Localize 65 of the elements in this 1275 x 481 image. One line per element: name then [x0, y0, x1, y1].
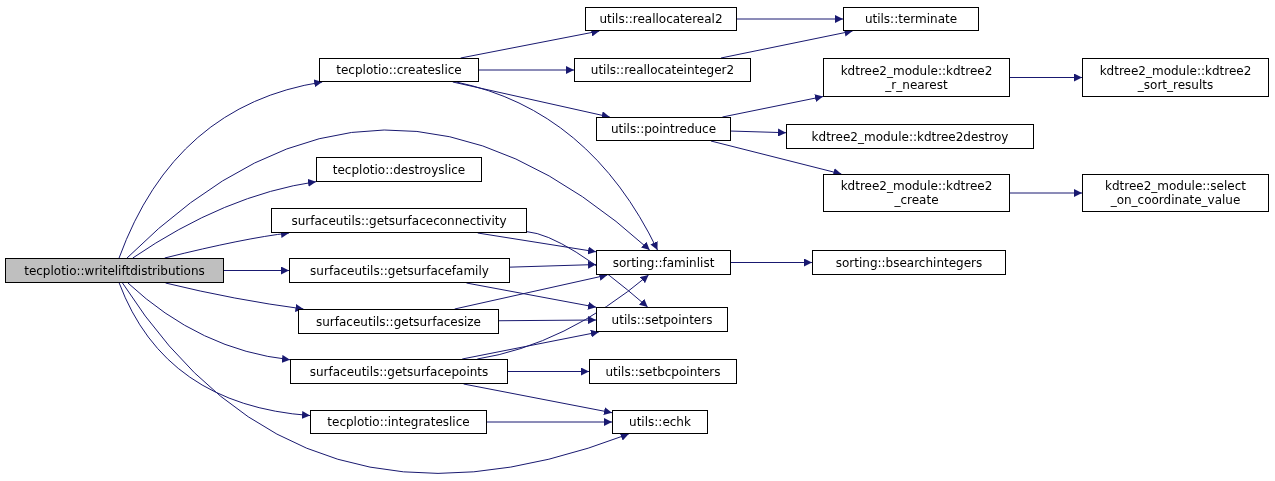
function-name: sorting::bsearchintegers [834, 255, 984, 270]
function-name: utils::setbcpointers [604, 364, 722, 379]
function-box [596, 307, 728, 332]
arrow [132, 179, 317, 259]
function-name: tecplotio::integrateslice [326, 415, 471, 429]
arrow [126, 129, 651, 259]
function-name: utils::pointreduce [609, 122, 718, 136]
function-name: utils::echk [628, 415, 692, 429]
function-name: surfaceutils::getsurfaceconnectivity [290, 213, 508, 228]
function-box [589, 359, 737, 384]
arrow [1009, 73, 1083, 82]
arrow [710, 140, 842, 176]
arrow [122, 282, 630, 474]
function-box [812, 250, 1006, 275]
function-name: utils::reallocateinteger2 [589, 63, 736, 77]
function-name: surfaceutils::getsurfacepoints [308, 364, 490, 379]
function-box [823, 174, 1010, 212]
arrow [127, 282, 291, 363]
function-box [786, 124, 1034, 149]
function-box [290, 359, 508, 384]
function-name: tecplotio::writeliftdistributions [23, 263, 206, 278]
arrow [730, 258, 813, 267]
function-name: tecplotio::createslice [335, 63, 463, 77]
function-name: utils::terminate [863, 12, 959, 26]
arrow [463, 383, 613, 416]
arrow [118, 282, 311, 419]
function-box [585, 7, 737, 31]
function-name: utils::setpointers [610, 312, 714, 327]
function-box [1082, 58, 1269, 97]
arrow [223, 266, 290, 275]
arrow [526, 231, 649, 308]
function-box [5, 258, 224, 283]
function-name: tecplotio::destroyslice [331, 162, 467, 177]
function-box [843, 7, 979, 31]
function-box [316, 157, 482, 182]
function-name: surfaceutils::getsurfacesize [315, 314, 482, 329]
function-box [823, 58, 1010, 97]
function-box [271, 208, 527, 233]
arrow [165, 282, 304, 312]
function-box [596, 250, 731, 275]
function-name: surfaceutils::getsurfacefamily [309, 263, 490, 278]
arrow [736, 15, 844, 23]
arrow [1009, 189, 1083, 197]
arrow [478, 66, 575, 74]
arrow [486, 418, 613, 426]
arrow [507, 367, 590, 376]
function-name: kdtree2_module::kdtree2destroy [810, 129, 1010, 144]
function-name: kdtree2_module::select _on_coordinate_value [1103, 179, 1248, 207]
function-name: kdtree2_module::kdtree2 _sort_results [1098, 63, 1253, 92]
function-name: kdtree2_module::kdtree2 _create [839, 179, 994, 207]
function-box [298, 309, 499, 334]
function-box [574, 58, 751, 82]
function-box [1082, 174, 1269, 212]
arrow [498, 316, 597, 325]
function-name: kdtree2_module::kdtree2 _r_nearest [839, 63, 994, 92]
arrow [509, 260, 597, 269]
arrow [730, 128, 787, 137]
function-name: utils::reallocatereal2 [598, 12, 724, 26]
function-box [319, 58, 479, 82]
function-box [612, 410, 708, 434]
function-box [289, 258, 510, 283]
function-box [596, 117, 731, 141]
arrow [118, 79, 323, 259]
function-box [310, 410, 487, 434]
function-name: sorting::faminlist [611, 255, 716, 270]
